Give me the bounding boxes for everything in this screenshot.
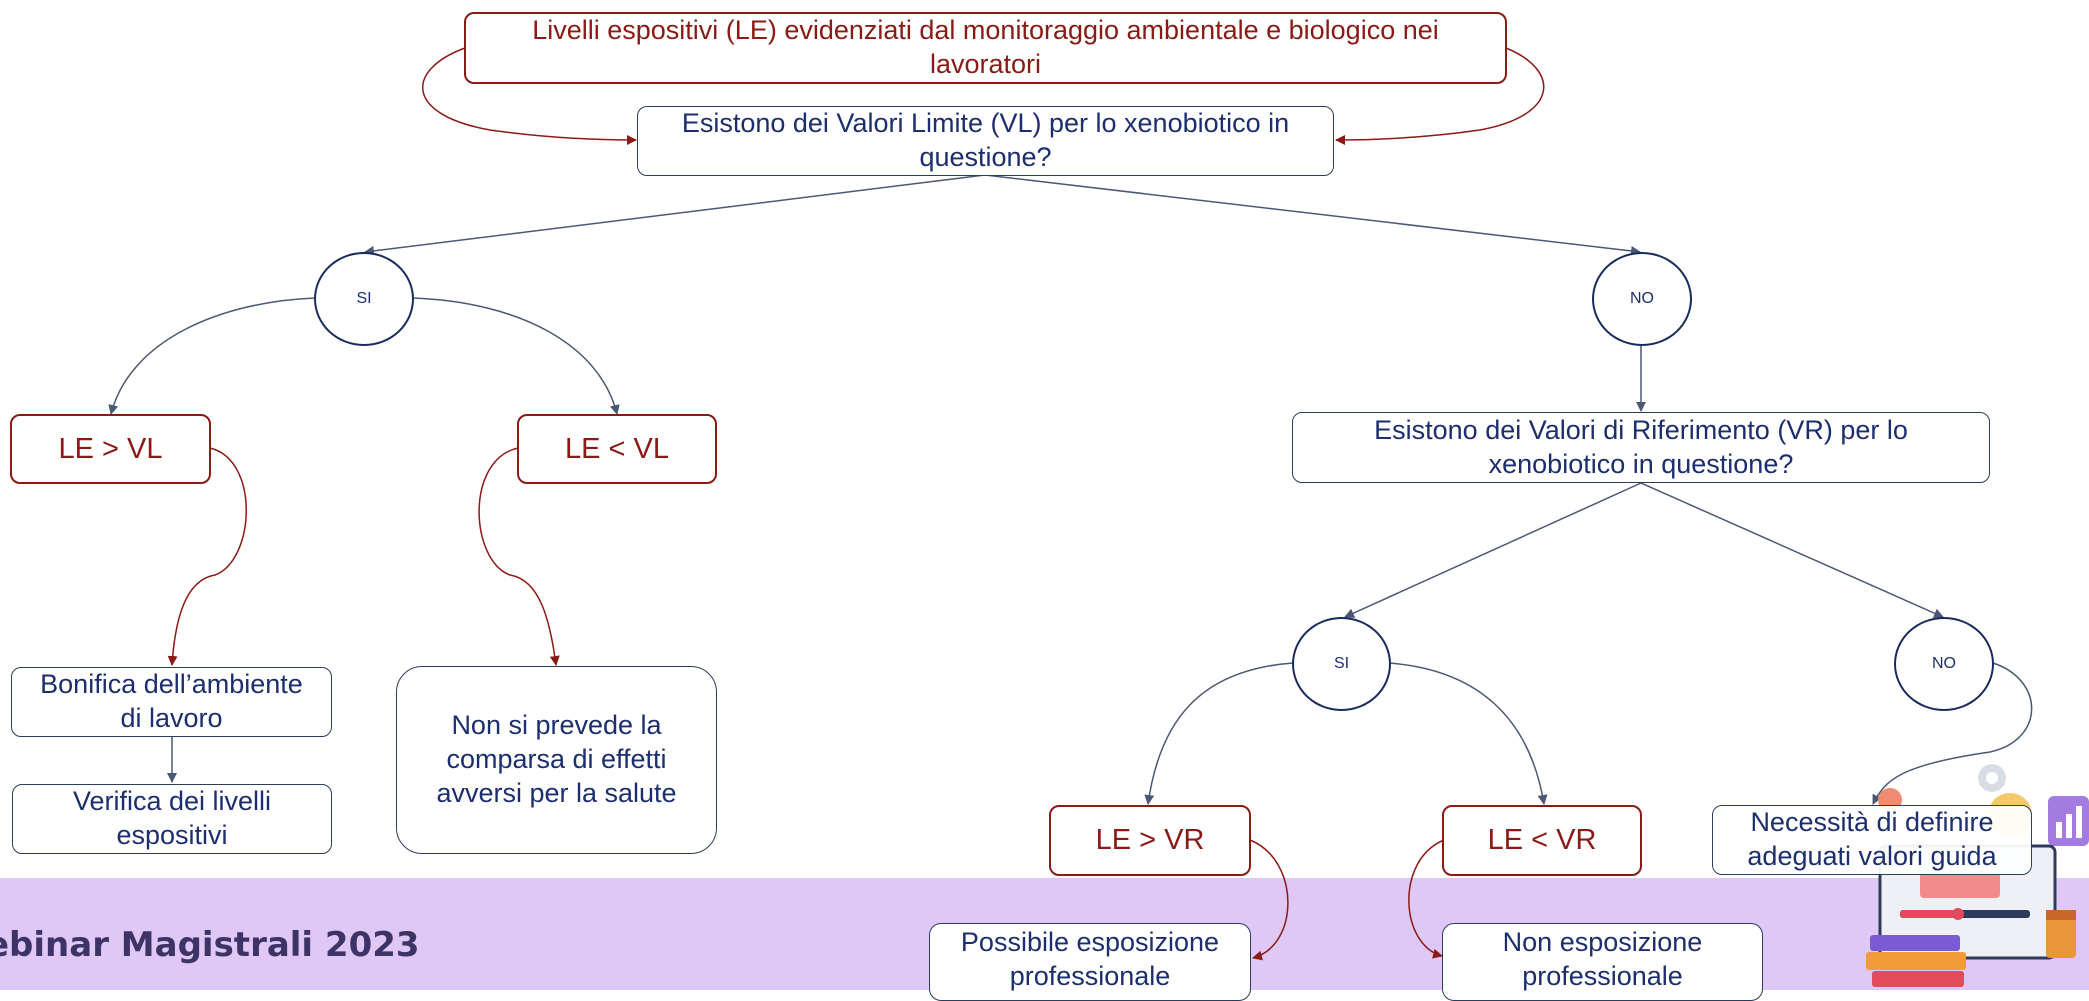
le-gt-vr-box: LE > VR <box>1049 805 1251 876</box>
non-prevede-text: Non si prevede la comparsa di effetti av… <box>436 710 677 808</box>
top-box: Livelli espositivi (LE) evidenziati dal … <box>464 12 1507 84</box>
top-box-text: Livelli espositivi (LE) evidenziati dal … <box>532 15 1439 79</box>
si-circle-1-label: SI <box>356 290 372 307</box>
bonifica-text: Bonifica dell’ambiente di lavoro <box>40 669 303 733</box>
cup-icon <box>2046 910 2076 958</box>
si-circle-2-label: SI <box>1333 655 1350 672</box>
le-lt-vl-box: LE < VL <box>517 414 717 484</box>
le-gt-vl-text: LE > VL <box>58 432 163 465</box>
necessita-text: Necessità di definire adeguati valori gu… <box>1747 807 1997 871</box>
le-lt-vr-box: LE < VR <box>1442 805 1642 876</box>
le-lt-vl-text: LE < VL <box>565 432 669 465</box>
question-vl-text: Esistono dei Valori Limite (VL) per lo x… <box>681 108 1290 172</box>
question-vr-box: Esistono dei Valori di Riferimento (VR) … <box>1292 412 1990 483</box>
bonifica-box: Bonifica dell’ambiente di lavoro <box>11 667 332 737</box>
no-circle-1: NO <box>1592 252 1692 346</box>
connector-si2-le-lt-vr <box>1388 662 1548 805</box>
si-circle-1: SI <box>314 252 414 346</box>
connector-vr-si <box>1344 482 1642 618</box>
connector-le-gt-vl-bonifica <box>167 447 247 666</box>
footer-title: ebinar Magistrali 2023 <box>0 925 420 965</box>
connector-vl-no <box>984 174 1641 256</box>
si-circle-2: SI <box>1292 617 1391 711</box>
le-lt-vr-text: LE < VR <box>1487 824 1597 857</box>
verifica-box: Verifica dei livelli espositivi <box>12 784 332 854</box>
possibile-box: Possibile esposizione professionale <box>929 923 1251 1001</box>
connector-si-le-lt-vl <box>412 297 620 415</box>
connector-vl-si <box>364 174 986 256</box>
non-esposizione-text: Non esposizione professionale <box>1502 927 1703 991</box>
verifica-text: Verifica dei livelli espositivi <box>72 786 272 850</box>
non-esposizione-box: Non esposizione professionale <box>1442 923 1763 1001</box>
no-circle-2: NO <box>1894 617 1994 711</box>
connector-le-gt-vr-possibile <box>1249 839 1289 961</box>
connector-si-le-gt-vl <box>108 297 316 415</box>
connector-no2-necessita <box>1872 662 2033 805</box>
le-gt-vr-text: LE > VR <box>1095 824 1205 857</box>
question-vl-box: Esistono dei Valori Limite (VL) per lo x… <box>637 106 1334 176</box>
necessita-box: Necessità di definire adeguati valori gu… <box>1712 805 2032 875</box>
connector-top-left <box>422 47 637 145</box>
possibile-text: Possibile esposizione professionale <box>960 927 1220 991</box>
no-circle-1-label: NO <box>1630 290 1654 307</box>
connector-top-right <box>1335 47 1545 145</box>
connector-vr-no <box>1640 482 1944 618</box>
no-circle-2-label: NO <box>1932 655 1956 672</box>
connector-le-lt-vl-nonprevede <box>478 447 560 666</box>
le-gt-vl-box: LE > VL <box>10 414 211 484</box>
book-stack-icon <box>1870 935 1960 951</box>
question-vr-text: Esistono dei Valori di Riferimento (VR) … <box>1374 414 1908 479</box>
connector-le-lt-vr-nonesposizione <box>1408 839 1445 959</box>
non-prevede-box: Non si prevede la comparsa di effetti av… <box>396 666 717 854</box>
webinar-illustration <box>1866 764 2089 987</box>
connector-si2-le-gt-vr <box>1144 662 1294 805</box>
